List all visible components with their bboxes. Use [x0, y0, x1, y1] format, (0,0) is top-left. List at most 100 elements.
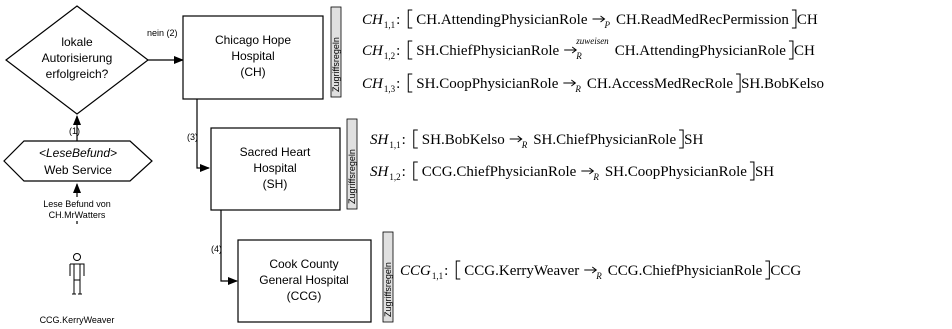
close-bracket	[736, 73, 741, 93]
rule-subject: CCG.ChiefPhysicianRole	[422, 164, 577, 180]
rule-colon: :	[396, 12, 400, 28]
web-service-hexagon: <LeseBefund> Web Service	[3, 140, 153, 182]
rule-object: CH.ReadMedRecPermission	[616, 12, 789, 28]
rule-subscript: 1,3	[384, 84, 396, 94]
rule-subject: CH.AttendingPhysicianRole	[416, 12, 588, 28]
hospital-box-ccg: Cook County General Hospital (CCG)	[237, 239, 372, 323]
rule-issuer: SH	[684, 132, 703, 148]
hospital-ch-line-3: (CH)	[240, 65, 265, 79]
rule-name: CH	[362, 43, 384, 59]
service-type: Web Service	[44, 163, 112, 177]
service-name: <LeseBefund>	[39, 146, 117, 160]
rule-issuer: CH	[794, 43, 815, 59]
open-bracket	[413, 129, 418, 149]
rule-colon: :	[444, 263, 448, 279]
hospital-sh-line-3: (SH)	[263, 177, 288, 191]
rule-name: SH	[370, 164, 390, 180]
request-label-bg	[24, 197, 130, 221]
rule-arrow-subscript: R	[574, 84, 581, 94]
hospital-ccg-line-3: (CCG)	[287, 289, 322, 303]
open-bracket	[407, 73, 413, 93]
open-bracket	[413, 161, 418, 181]
request-label-line-2: CH.MrWatters	[49, 210, 106, 220]
rule-arrow	[509, 135, 523, 143]
rule-issuer: SH	[755, 164, 774, 180]
rule-colon: :	[402, 164, 406, 180]
person-icon	[69, 253, 85, 295]
arrow-ch-to-sh	[196, 99, 210, 172]
hospital-ccg-line-2: General Hospital	[259, 273, 348, 287]
rule-object: CH.AttendingPhysicianRole	[615, 43, 787, 59]
close-bracket	[679, 129, 684, 149]
hospital-sh-line-1: Sacred Heart	[240, 145, 311, 159]
open-bracket	[407, 40, 413, 60]
rule-subject: SH.CoopPhysicianRole	[416, 76, 558, 92]
rule-subscript: 1,2	[384, 51, 395, 61]
rule-object: CCG.ChiefPhysicianRole	[608, 263, 763, 279]
hospital-box-sh: Sacred Heart Hospital (SH)	[210, 127, 341, 211]
actor-name: CCG.KerryWeaver	[40, 315, 115, 325]
rule-object: CH.AccessMedRecRole	[587, 76, 734, 92]
rule-subscript: 1,1	[389, 140, 400, 150]
label-nein-2: nein (2)	[147, 28, 178, 38]
rule-colon: :	[396, 43, 400, 59]
rule-object: SH.ChiefPhysicianRole	[533, 132, 676, 148]
rule-colon: :	[396, 76, 400, 92]
close-bracket	[791, 9, 797, 29]
label-step-3: (3)	[187, 132, 198, 142]
label-step-4: (4)	[211, 244, 222, 254]
rule-subscript: 1,2	[389, 172, 400, 182]
arrow-sh-to-ccg	[220, 210, 238, 285]
rules-tab-ccg: Zugriffsregeln	[382, 231, 394, 323]
rules-tab-sh: Zugriffsregeln	[346, 118, 358, 210]
rule-arrow-subscript: R	[592, 172, 599, 182]
rule-arrow-subscript: R	[595, 271, 602, 281]
rule-subscript: 1,1	[432, 271, 443, 281]
label-step-1: (1)	[69, 126, 80, 136]
decision-line-1: lokale	[61, 35, 93, 49]
rule-subscript: 1,1	[384, 20, 395, 30]
rule-name: CCG	[400, 263, 431, 279]
rule-name: CH	[362, 76, 384, 92]
rule-arrow	[563, 79, 577, 87]
rules-tab-ch-label: Zugriffsregeln	[331, 37, 341, 92]
rule-arrow	[584, 266, 598, 274]
rule-name: CH	[362, 12, 384, 28]
rule-arrow-subscript: R	[575, 51, 582, 61]
hospital-sh-line-2: Hospital	[253, 161, 296, 175]
rules-tab-ccg-label: Zugriffsregeln	[383, 262, 393, 317]
open-bracket	[407, 9, 413, 29]
rules-tab-ch: Zugriffsregeln	[330, 6, 342, 98]
hospital-ch-line-2: Hospital	[231, 49, 274, 63]
rule-colon: :	[402, 132, 406, 148]
rule-arrow-subscript: P	[604, 20, 611, 30]
decision-line-2: Autorisierung	[42, 51, 113, 65]
hospital-ch-line-1: Chicago Hope	[215, 33, 291, 47]
rule-arrow	[564, 46, 578, 54]
rule-subject: SH.ChiefPhysicianRole	[416, 43, 559, 59]
decision-diamond: lokale Autorisierung erfolgreich?	[5, 5, 149, 115]
rule-arrow-superscript: zuweisen	[575, 36, 609, 46]
rule-subject: CCG.KerryWeaver	[464, 263, 579, 279]
rules-tab-sh-label: Zugriffsregeln	[347, 149, 357, 204]
close-bracket	[749, 161, 755, 181]
rule-arrow	[581, 167, 595, 175]
rule-object: SH.CoopPhysicianRole	[605, 164, 747, 180]
rule-issuer: CCG	[770, 263, 801, 279]
hospital-box-ch: Chicago Hope Hospital (CH)	[182, 15, 324, 100]
rule-arrow-subscript: R	[521, 140, 528, 150]
rule-subject: SH.BobKelso	[422, 132, 505, 148]
rule-arrow	[592, 15, 606, 23]
close-bracket	[788, 40, 794, 60]
open-bracket	[455, 260, 461, 280]
rule-name: SH	[370, 132, 390, 148]
